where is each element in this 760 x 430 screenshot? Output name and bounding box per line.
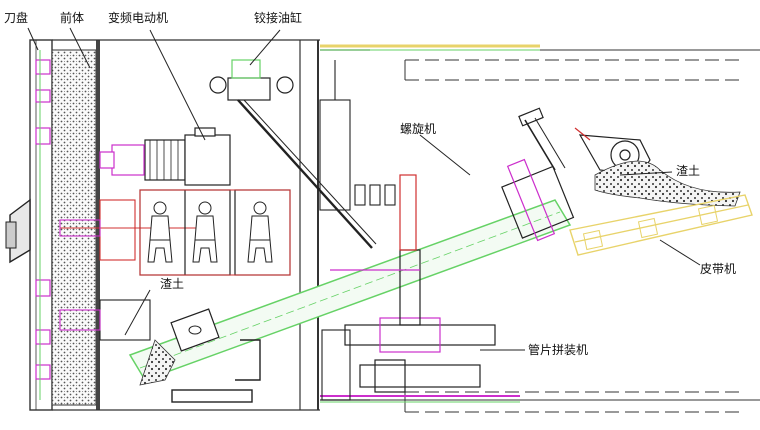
label-muck-left: 渣土 <box>160 277 184 291</box>
label-muck-right: 渣土 <box>676 164 700 178</box>
belt-conveyor <box>569 194 753 256</box>
tail-segment-lines <box>370 49 760 413</box>
label-belt-conveyor: 皮带机 <box>700 262 736 276</box>
label-front-body: 前体 <box>60 10 84 25</box>
screw-conveyor <box>128 199 572 386</box>
lower-drive-unit <box>59 199 200 341</box>
tail-frame <box>319 60 396 401</box>
label-segment-erector: 管片拼装机 <box>528 342 588 357</box>
segment-erector <box>330 174 496 393</box>
articulation-cylinder <box>209 59 377 249</box>
label-articulation-cylinder: 铰接油缸 <box>254 10 302 25</box>
operator-cabins <box>139 189 291 276</box>
label-vfd-motor: 变频电动机 <box>108 10 168 25</box>
cutter-head <box>5 39 53 411</box>
top-rails <box>320 44 540 403</box>
leader-lines <box>27 27 701 351</box>
label-cutter-head: 刀盘 <box>4 10 28 25</box>
lower-piping <box>171 339 261 403</box>
label-screw-conveyor: 螺旋机 <box>400 122 436 136</box>
front-body <box>51 40 100 410</box>
vfd-motor <box>99 127 231 186</box>
seated-operators <box>147 201 273 263</box>
muck-pile-right <box>594 160 741 207</box>
screw-discharge <box>501 107 575 242</box>
